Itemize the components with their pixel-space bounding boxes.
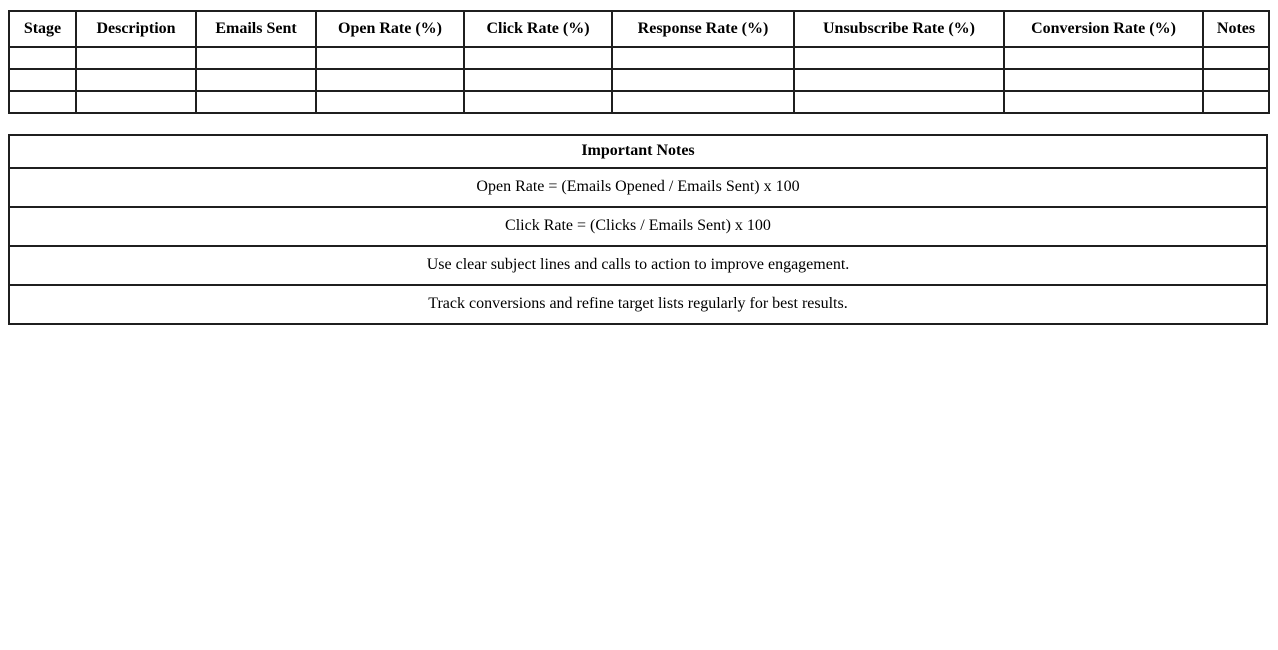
note-open-rate-formula: Open Rate = (Emails Opened / Emails Sent… (8, 167, 1268, 208)
empty-cell (1202, 90, 1270, 114)
note-track-conversions-tip: Track conversions and refine target list… (8, 284, 1268, 325)
empty-cell (463, 90, 613, 114)
empty-cell (463, 46, 613, 70)
empty-cell (195, 68, 317, 92)
empty-cell (8, 90, 77, 114)
notes-row: Use clear subject lines and calls to act… (8, 245, 1268, 286)
email-campaign-table: Stage Description Emails Sent Open Rate … (8, 10, 1270, 114)
notes-row: Click Rate = (Clicks / Emails Sent) x 10… (8, 206, 1268, 247)
note-subject-lines-tip: Use clear subject lines and calls to act… (8, 245, 1268, 286)
empty-cell (8, 46, 77, 70)
empty-cell (1003, 68, 1204, 92)
column-header-stage: Stage (8, 10, 77, 48)
empty-cell (793, 68, 1005, 92)
campaign-table-empty-row (8, 46, 1270, 70)
column-header-click-rate: Click Rate (%) (463, 10, 613, 48)
empty-cell (1003, 90, 1204, 114)
column-header-unsubscribe-rate: Unsubscribe Rate (%) (793, 10, 1005, 48)
column-header-emails-sent: Emails Sent (195, 10, 317, 48)
column-header-response-rate: Response Rate (%) (611, 10, 795, 48)
document-page: Stage Description Emails Sent Open Rate … (0, 10, 1278, 650)
column-header-description: Description (75, 10, 197, 48)
empty-cell (611, 46, 795, 70)
empty-cell (315, 68, 465, 92)
empty-cell (75, 46, 197, 70)
column-header-open-rate: Open Rate (%) (315, 10, 465, 48)
empty-cell (1202, 46, 1270, 70)
column-header-notes: Notes (1202, 10, 1270, 48)
empty-cell (315, 46, 465, 70)
empty-cell (793, 46, 1005, 70)
empty-cell (463, 68, 613, 92)
empty-cell (1202, 68, 1270, 92)
empty-cell (195, 90, 317, 114)
important-notes-table: Important Notes Open Rate = (Emails Open… (8, 134, 1268, 325)
notes-title-row: Important Notes (8, 134, 1268, 169)
notes-row: Track conversions and refine target list… (8, 284, 1268, 325)
empty-cell (8, 68, 77, 92)
campaign-table-empty-row (8, 68, 1270, 92)
notes-row: Open Rate = (Emails Opened / Emails Sent… (8, 167, 1268, 208)
campaign-table-empty-row (8, 90, 1270, 114)
empty-cell (75, 90, 197, 114)
empty-cell (75, 68, 197, 92)
empty-cell (793, 90, 1005, 114)
note-click-rate-formula: Click Rate = (Clicks / Emails Sent) x 10… (8, 206, 1268, 247)
empty-cell (195, 46, 317, 70)
empty-cell (611, 90, 795, 114)
empty-cell (611, 68, 795, 92)
notes-title: Important Notes (8, 134, 1268, 169)
empty-cell (315, 90, 465, 114)
column-header-conversion-rate: Conversion Rate (%) (1003, 10, 1204, 48)
empty-cell (1003, 46, 1204, 70)
campaign-table-header-row: Stage Description Emails Sent Open Rate … (8, 10, 1270, 48)
